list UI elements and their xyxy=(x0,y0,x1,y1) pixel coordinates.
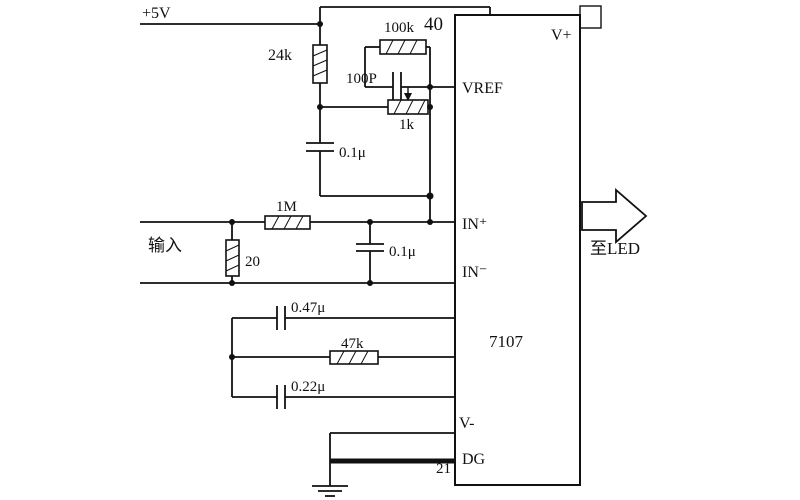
label-r47k: 47k xyxy=(341,336,364,352)
resistor-100k xyxy=(379,39,427,55)
pin-label-vref: VREF xyxy=(462,80,503,97)
label-pin40: 40 xyxy=(424,14,443,35)
ground-symbol xyxy=(312,485,348,497)
label-c01u-in: 0.1μ xyxy=(389,244,416,260)
to-led-arrow xyxy=(581,188,648,244)
capacitor-0.22u xyxy=(276,385,286,409)
label-r20: 20 xyxy=(245,254,260,270)
corner-tab xyxy=(579,5,602,29)
resistor-47k xyxy=(329,350,379,365)
label-supply: +5V xyxy=(142,5,171,22)
pin-label-dg: DG xyxy=(462,451,486,468)
resistor-24k xyxy=(312,44,328,84)
label-c01u-ref: 0.1μ xyxy=(339,145,366,161)
label-input: 输入 xyxy=(148,236,182,255)
capacitor-100p xyxy=(392,72,402,102)
capacitor-0.1u-input xyxy=(356,243,384,252)
label-c047u: 0.47μ xyxy=(291,300,325,316)
label-pin21: 21 xyxy=(436,461,451,477)
capacitor-0.1u-ref xyxy=(306,142,334,152)
pin-label-vplus: V+ xyxy=(551,27,572,44)
ic-7107-body xyxy=(454,5,602,486)
label-to-led: 至LED xyxy=(590,239,640,258)
junction-dots xyxy=(229,21,434,360)
label-r100k: 100k xyxy=(384,20,415,36)
capacitor-0.47u xyxy=(276,306,286,330)
pin-label-vminus: V- xyxy=(459,415,474,432)
label-pot1k: 1k xyxy=(399,117,415,133)
label-r1m: 1M xyxy=(276,199,297,215)
resistor-1m xyxy=(264,215,311,230)
pin-label-in-minus: IN⁻ xyxy=(462,264,487,281)
pin-label-in-plus: IN⁺ xyxy=(462,216,487,233)
resistor-20 xyxy=(225,239,240,277)
label-r24k: 24k xyxy=(268,47,292,64)
label-c022u: 0.22μ xyxy=(291,379,325,395)
potentiometer-1k xyxy=(387,87,429,115)
label-c100p: 100P xyxy=(346,71,377,87)
ic-part-number: 7107 xyxy=(489,332,524,351)
wiper-arrow xyxy=(404,93,412,101)
